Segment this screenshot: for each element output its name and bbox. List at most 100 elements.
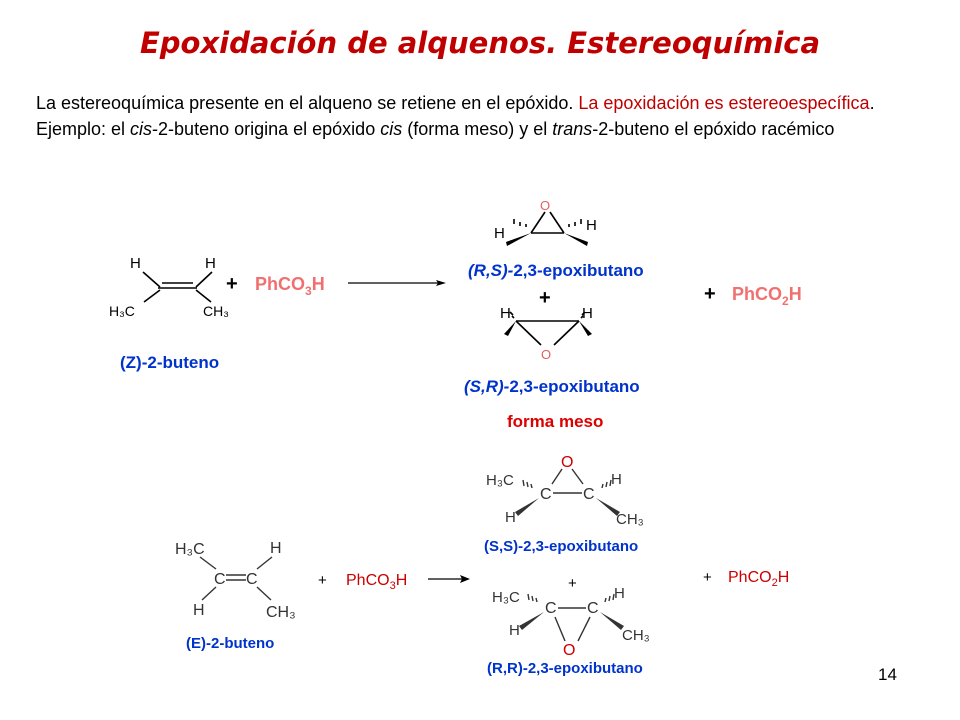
bond — [549, 211, 565, 234]
plus-sign: + — [568, 575, 577, 592]
intro-paragraph: La estereoquímica presente en el alqueno… — [36, 90, 928, 142]
hashed-bond — [522, 479, 612, 489]
intro-text: . Ejemplo: el — [36, 93, 875, 139]
peracid-formula: PhCO3H — [255, 274, 325, 298]
peracid-formula: PhCO3H — [346, 572, 407, 592]
atom-h: H — [193, 602, 205, 619]
atom-h: H — [505, 509, 516, 526]
methyl-label: H₃C — [109, 303, 135, 319]
sr-epoxide-structure: O H H — [500, 305, 593, 362]
formula-text: H — [778, 569, 790, 586]
plus-sign: + — [703, 569, 712, 586]
methyl-label: CH₃ — [203, 303, 229, 319]
atom-c: C — [246, 571, 258, 588]
atom-c: C — [587, 600, 599, 617]
wedge-bond — [579, 321, 592, 336]
bond — [515, 320, 542, 346]
compound-name: 2,3-epoxibutano — [513, 261, 643, 280]
compound-name: 2,3-epoxibutano — [509, 377, 639, 396]
z-butene-structure — [142, 271, 213, 303]
atom-h: H — [509, 622, 520, 639]
atom-c: C — [214, 571, 226, 588]
formula-subscript: 2 — [782, 294, 789, 308]
wedge-bond — [504, 321, 516, 336]
bond — [201, 586, 217, 601]
intro-text: -2-buteno origina el epóxido — [152, 119, 381, 139]
atom-o: O — [563, 642, 575, 659]
atom-o: O — [540, 198, 550, 213]
atom-h: H — [614, 585, 625, 602]
wedge-bond — [515, 498, 539, 516]
bond — [554, 616, 566, 642]
atom-h: H — [586, 217, 597, 234]
wedge-bond — [600, 612, 624, 630]
methyl-label: CH₃ — [266, 604, 296, 621]
e-butene-bonds — [199, 556, 273, 601]
rr-epoxide-structure: H₃C C C H H CH₃ O — [492, 585, 650, 659]
formula-subscript: 3 — [390, 580, 396, 592]
intro-italic: cis — [380, 119, 403, 139]
intro-italic: trans — [552, 119, 593, 139]
methyl-label: CH₃ — [622, 627, 650, 644]
atom-h: H — [582, 305, 593, 322]
wedge-bond — [506, 233, 531, 246]
cis-reaction: H H H₃C CH₃ (Z)-2-buteno + PhCO3H O — [109, 198, 802, 431]
bond — [195, 271, 213, 288]
rs-epoxide-structure: O H H — [494, 198, 597, 246]
formula-text: PhCO — [732, 284, 782, 304]
atom-h: H — [270, 540, 282, 557]
intro-emphasis: La epoxidación es estereoespecífica — [578, 93, 870, 113]
atom-h: H — [130, 255, 141, 272]
atom-h: H — [205, 255, 216, 272]
atom-h: H — [494, 225, 505, 242]
ss-epoxide-structure: O C C H₃C H H CH₃ — [486, 454, 644, 528]
product-name: (S,R)-2,3-epoxibutano — [464, 377, 640, 396]
alkene-name: (E)-2-buteno — [186, 635, 274, 652]
atom-h: H — [611, 471, 622, 488]
meso-label: forma meso — [507, 412, 603, 431]
hashed-bond — [527, 593, 615, 603]
page-number: 14 — [878, 665, 897, 684]
bond — [530, 211, 546, 234]
plus-sign: + — [318, 572, 327, 589]
plus-sign: + — [226, 273, 238, 295]
atom-c: C — [545, 600, 557, 617]
wedge-bond — [519, 612, 544, 630]
product-name: (R,S)-2,3-epoxibutano — [468, 261, 644, 280]
slide-title: Epoxidación de alquenos. Estereoquímica — [139, 26, 821, 60]
methyl-label: CH₃ — [616, 511, 644, 528]
epoxide-bonds — [551, 468, 584, 494]
bond — [199, 556, 217, 570]
bond — [256, 586, 272, 601]
wedge-bond — [564, 233, 588, 246]
alkene-name: (Z)-2-buteno — [120, 353, 219, 372]
atom-c: C — [583, 486, 595, 503]
hashed-bond — [509, 311, 586, 319]
bond — [142, 271, 161, 288]
bond — [577, 616, 591, 642]
hashed-bond — [513, 219, 582, 227]
methyl-label: H₃C — [175, 541, 205, 558]
intro-italic: cis — [130, 119, 153, 139]
bond — [195, 289, 212, 303]
atom-h: H — [500, 305, 511, 322]
reaction-arrow-head — [436, 280, 446, 286]
bond — [551, 468, 563, 485]
formula-text: PhCO — [255, 274, 305, 294]
bond — [256, 556, 273, 570]
intro-text: -2-buteno el epóxido racémico — [592, 119, 835, 139]
stereo-descriptor: (S,R)- — [464, 377, 510, 396]
plus-sign: + — [704, 283, 716, 305]
formula-text: H — [789, 284, 802, 304]
formula-text: PhCO — [728, 569, 772, 586]
bond — [143, 289, 161, 303]
formula-subscript: 3 — [305, 284, 312, 298]
formula-text: H — [396, 572, 408, 589]
acid-formula: PhCO2H — [732, 284, 802, 308]
intro-text: La estereoquímica presente en el alqueno… — [36, 93, 579, 113]
wedge-bond — [596, 498, 620, 516]
bond — [571, 468, 584, 485]
methyl-label: H₃C — [492, 589, 520, 606]
trans-reaction: H₃C H C C H CH₃ (E)-2-buteno + PhCO3H O … — [175, 454, 789, 677]
